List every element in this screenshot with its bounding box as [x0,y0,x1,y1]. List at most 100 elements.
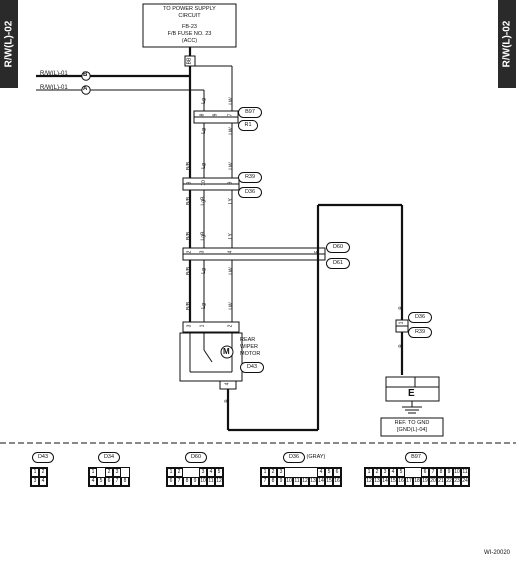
conn-d34-pin: 7 [113,477,121,486]
pin-motor-4: 4 [224,382,231,386]
conn-d34-pin: 8 [121,477,129,486]
wire-color-bb3: B/B [186,161,193,171]
conn-b97-pin: 10 [453,468,461,477]
conn-d34-pin: 3 [113,468,121,477]
conn-d60-pin: 1 [167,468,175,477]
conn-d36-pin: 5 [325,468,333,477]
conn-b97-pin: 5 [397,468,405,477]
conn-d36-bar [182,183,240,191]
conn-b97-pin: 17 [405,477,413,486]
power-supply-line1: TO POWER SUPPLY [163,6,216,12]
wire-color-lg1: Lg [200,98,207,104]
conn-b97-pin: 18 [413,477,421,486]
conn-d36-pin: 16 [333,477,341,486]
conn-d36-pin: 13 [309,477,317,486]
conn-d36-pin [301,468,309,475]
conn-d60-pin: 11 [207,477,215,486]
conn-b97-pin: 1 [365,468,373,477]
conn-b97-pin: 9 [445,468,453,477]
wire-color-top: BB [186,57,193,65]
conn-d34-pin [121,468,129,475]
pin-d60-2: 2 [186,250,193,254]
conn-d36-pin: 10 [285,477,293,486]
pill-d60: D60 [326,242,350,253]
wire-color-ly4: LY [227,198,234,204]
conn-d36-label: D36 (GRAY) [283,452,325,463]
wire-color-ground2: B [398,344,405,348]
power-supply-line4: F/B FUSE NO. 23 [167,31,212,37]
wire-color-ground: B [398,306,405,310]
conn-d36-pin: 12 [301,477,309,486]
pin-d36b-1: 1 [398,321,405,325]
power-supply-box [142,3,237,48]
pin-d60-4: 4 [227,250,234,254]
pill-d43: D43 [240,362,264,373]
marker-b [81,71,91,81]
conn-d60-pin: 2 [175,468,183,477]
conn-d60-pin: 12 [215,477,223,486]
ground-connector-right [414,376,440,388]
conn-d36-pin: 1 [261,468,269,477]
wire-color-lw1: LW [228,97,235,105]
motor-label: REAR WIPER MOTOR [240,337,270,358]
conn-d36-pin: 8 [269,477,277,486]
conn-b97-pin: 2 [373,468,381,477]
conn-d36-pin: 7 [261,477,269,486]
conn-d43-name: D43 [32,452,54,463]
wire-color-lw2: LW [228,127,235,135]
wire-color-lw6: LW [228,267,235,275]
conn-d34-pin: 4 [89,477,97,486]
conn-d43-pin: 2 [39,468,47,477]
conn-b97-pin: 7 [429,468,437,477]
wire-color-motor-out: B [224,399,231,403]
input-a-label: R/W(L)-01 [40,85,68,91]
wire-color-bb5: B/B [186,231,193,241]
motor-symbol-letter: M [223,347,230,356]
conn-d34-name: D34 [98,452,120,463]
conn-d60-pin: 9 [191,477,199,486]
conn-d36-pin: 6 [333,468,341,477]
ground-connector-left [385,376,419,388]
conn-d60-label: D60 [185,452,207,463]
pin-b97-9: 9 [212,113,219,117]
wire-color-lg6: Lg [200,268,207,274]
wire-color-bb7: B/B [186,301,193,311]
conn-d61-bar [182,253,326,261]
conn-b97-pin: 20 [429,477,437,486]
ground-ref-box [380,417,444,437]
conn-b97-pin: 16 [397,477,405,486]
wire-color-bb4: B/B [186,196,193,206]
wire-color-lgb5: LgB [200,231,207,241]
conn-b97-pin: 4 [389,468,397,477]
pin-r39-10: 10 [200,180,207,186]
motor-connector [182,321,240,333]
wire-color-lg2: Lg [200,128,207,134]
conn-b97-pin: 23 [453,477,461,486]
motor-symbol [220,345,234,359]
conn-d34-pin: 5 [97,477,105,486]
ground-ref-line2: [GND(L)-04] [397,427,427,433]
conn-d34-pin [97,468,105,475]
conn-d36-note: (GRAY) [306,454,326,460]
conn-b97-pin: 3 [381,468,389,477]
wire-color-lg7: Lg [200,303,207,309]
conn-b97-pin: 24 [461,477,469,486]
conn-d36-pin [309,468,317,475]
pin-r39-8: 8 [186,181,193,185]
motor-out-connector [219,380,237,390]
conn-d34-pin: 6 [105,477,113,486]
conn-d43-label: D43 [32,452,54,463]
conn-b97-pin: 14 [381,477,389,486]
conn-d43-pin: 4 [39,477,47,486]
conn-d60-pin: 4 [207,468,215,477]
conn-b97-pin: 21 [437,477,445,486]
pin-d60-5: 5 [314,250,321,254]
conn-b97-pin [405,468,413,475]
motor-label-line2: WIPER [240,344,259,350]
ground-ref-text: REF. TO GND [GND(L)-04] [381,420,443,434]
pin-b97-8: 8 [199,113,206,117]
conn-b97-name: B97 [405,452,427,463]
